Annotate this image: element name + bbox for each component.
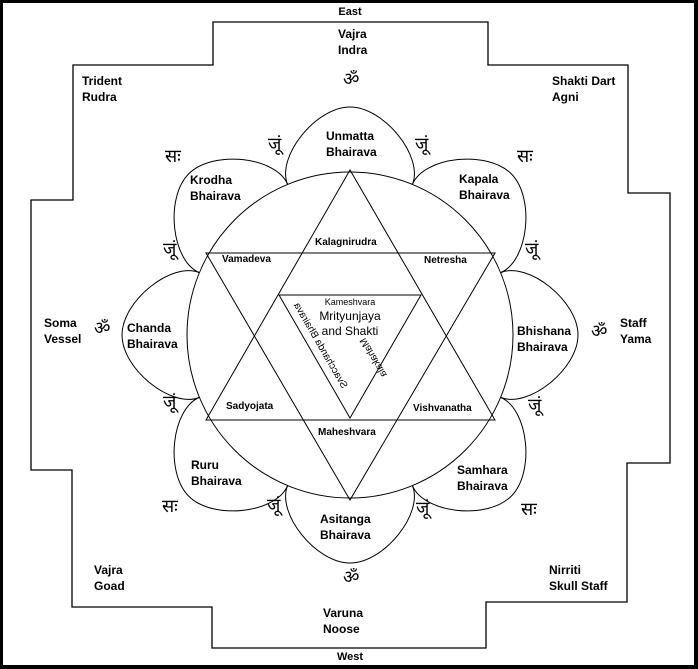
sah-glyph-top-right: सः	[517, 146, 533, 167]
lotus-petal	[285, 485, 415, 564]
label-kalagnirudra: Kalagnirudra	[315, 237, 377, 248]
jum-glyph-8: जूं	[416, 498, 430, 519]
lotus-petal	[411, 158, 527, 274]
label-kameshvara: Kameshvara	[324, 297, 376, 307]
direction-west: West	[336, 651, 364, 663]
upward-triangle	[205, 169, 496, 421]
petal-group	[121, 106, 579, 564]
label-maheshvara: Maheshvara	[318, 427, 376, 438]
jum-glyph-4: जूं	[525, 239, 539, 260]
direction-east: East	[338, 6, 362, 18]
label-vishvanatha: Vishvanatha	[413, 403, 472, 414]
sah-glyph-top-left: सः	[165, 146, 181, 167]
jum-glyph-5: जूं	[163, 392, 177, 413]
sah-glyph-bottom-left: सः	[162, 496, 178, 517]
bhupura-outline	[30, 21, 671, 649]
om-glyph-bottom: ॐ	[343, 567, 360, 588]
jum-glyph-1: जूं	[268, 134, 282, 155]
label-vamadeva: Vamadeva	[222, 254, 271, 265]
lotus-petal	[285, 106, 415, 185]
lotus-petal	[500, 270, 579, 400]
inner-circle	[186, 171, 514, 499]
lotus-petal	[121, 270, 200, 400]
downward-triangle	[205, 252, 496, 501]
jum-glyph-2: जूं	[415, 134, 429, 155]
lotus-petal	[173, 158, 289, 274]
jum-glyph-6: जूं	[528, 395, 542, 416]
lotus-petal	[173, 396, 289, 512]
jum-glyph-7: जूं	[267, 495, 281, 516]
om-glyph-right: ॐ	[591, 321, 608, 342]
label-sadyojata: Sadyojata	[226, 401, 274, 412]
inner-triangle	[278, 294, 422, 420]
om-glyph-top: ॐ	[343, 69, 360, 90]
sah-glyph-bottom-right: सः	[521, 499, 537, 520]
lotus-petal	[411, 396, 527, 512]
label-netresha: Netresha	[424, 255, 467, 266]
jum-glyph-3: जूं	[163, 239, 177, 260]
om-glyph-left: ॐ	[94, 318, 111, 339]
